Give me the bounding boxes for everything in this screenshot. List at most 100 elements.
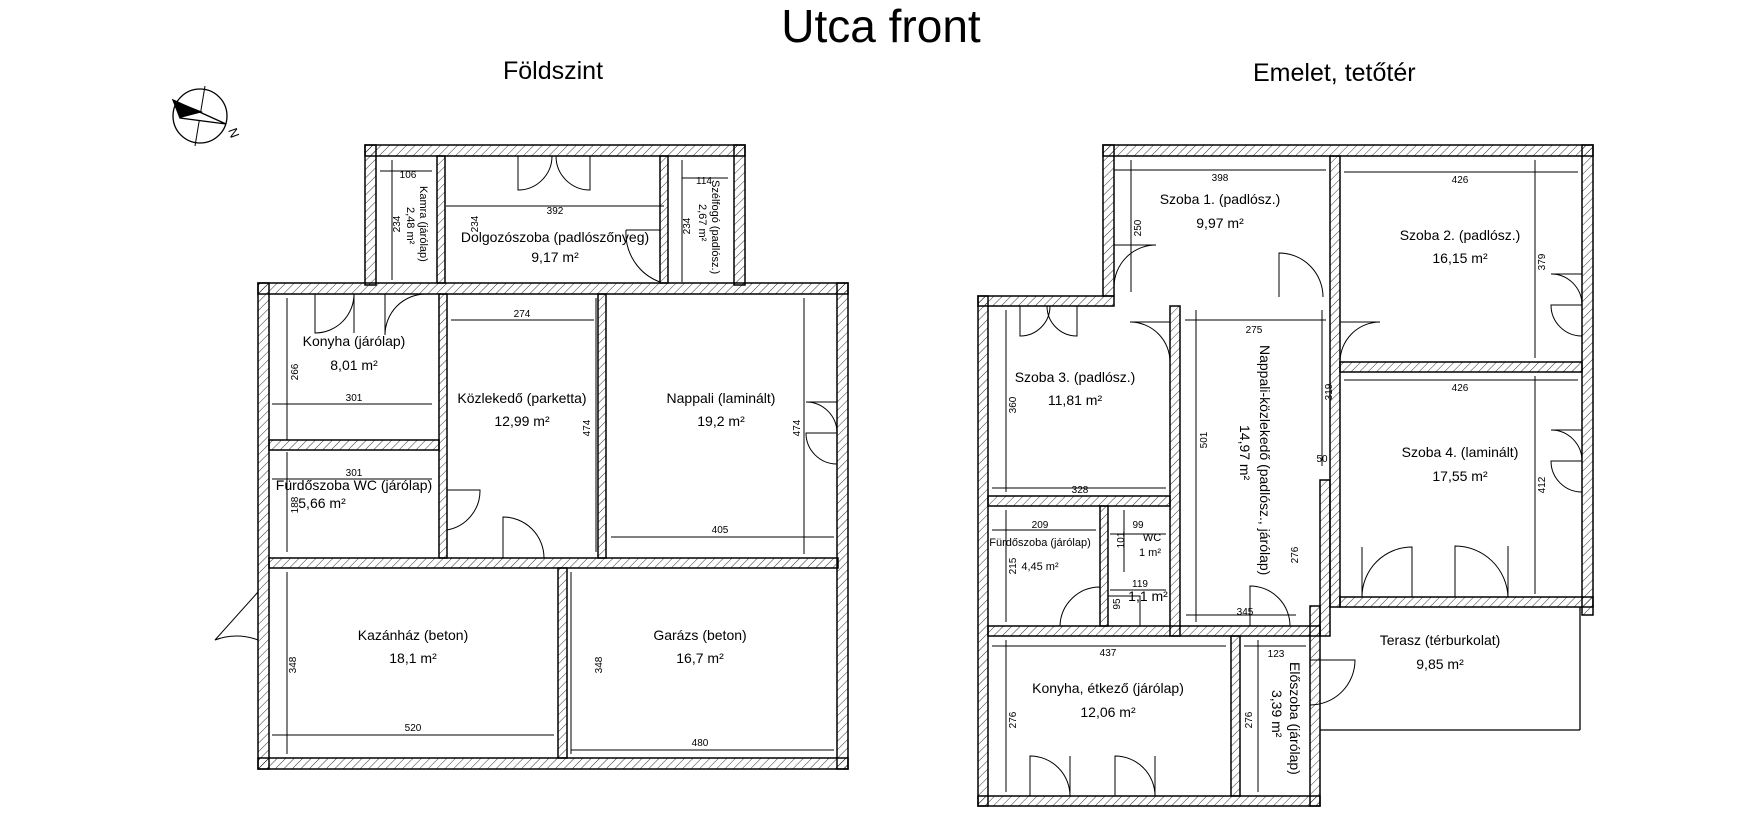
dim-label: 520 — [405, 723, 422, 734]
room-terasz: Terasz (térburkolat) 9,85 m² — [1380, 632, 1501, 672]
room-name: Terasz (térburkolat) — [1380, 632, 1501, 648]
dim-label: 426 — [1452, 383, 1469, 394]
room-area: 9,17 m² — [531, 249, 579, 265]
dim-label: 234 — [470, 215, 481, 232]
dim-label: 474 — [792, 419, 803, 436]
dim-label: 319 — [1324, 383, 1335, 400]
room-konyha: Konyha (járólap) 8,01 m² 301 266 — [290, 333, 405, 404]
dim-label: 274 — [514, 309, 531, 320]
floor-title-upper: Emelet, tetőtér — [1253, 59, 1416, 87]
dim-label: 501 — [1199, 431, 1210, 448]
dim-label: 301 — [346, 468, 363, 479]
dim-label: 95 — [1112, 598, 1123, 610]
room-area: 2,67 m² — [696, 204, 708, 242]
room-name: Kamra (járólap) — [417, 186, 429, 262]
upper-floor-walls — [977, 144, 1594, 807]
dim-label: 276 — [1290, 546, 1301, 563]
room-area: 8,01 m² — [330, 357, 378, 373]
room-nappali: Nappali (laminált) 19,2 m² 405 474 — [667, 390, 803, 536]
ground-floor-doors — [214, 155, 838, 641]
room-kozlekedo: 274 Közlekedő (parketta) 12,99 m² 474 — [457, 309, 593, 436]
dim-label: 50 — [1316, 454, 1328, 465]
dim-label: 412 — [1537, 476, 1548, 493]
room-area: 12,06 m² — [1080, 704, 1136, 720]
room-name: Garázs (beton) — [653, 627, 746, 643]
dim-label: 480 — [692, 738, 709, 749]
dim-label: 106 — [400, 170, 417, 181]
dim-label: 392 — [547, 206, 564, 217]
room-area: 11,81 m² — [1048, 392, 1103, 408]
room-name: Fürdőszoba WC (járólap) — [276, 477, 432, 493]
dim-label: 405 — [712, 525, 729, 536]
room-name: Szoba 4. (laminált) — [1402, 444, 1519, 460]
dim-label: 114 — [696, 176, 712, 187]
dim-label: 398 — [1212, 173, 1229, 184]
dim-label: 123 — [1268, 649, 1285, 660]
dim-label: 234 — [682, 217, 693, 234]
room-kazanhaz: Kazánház (beton) 18,1 m² 520 348 — [288, 627, 468, 734]
room-name: Nappali (laminált) — [667, 390, 776, 406]
room-name: Szoba 2. (padlósz.) — [1400, 227, 1521, 243]
dim-label: 275 — [1246, 325, 1263, 336]
room-name: Szoba 1. (padlósz.) — [1160, 191, 1281, 207]
dim-label: 328 — [1072, 485, 1089, 496]
room-area: 12,99 m² — [494, 413, 550, 429]
room-name: Dolgozószoba (padlószőnyeg) — [461, 229, 649, 245]
room-area: 18,1 m² — [389, 650, 437, 666]
room-area: 14,97 m² — [1237, 425, 1253, 481]
floor-title-ground: Földszint — [503, 57, 604, 85]
dim-label: 437 — [1100, 648, 1117, 659]
room-area: 9,85 m² — [1416, 656, 1464, 672]
dim-label: 234 — [392, 215, 403, 232]
page-title: Utca front — [781, 0, 981, 52]
room-area: 16,15 m² — [1432, 250, 1488, 266]
room-name: Szoba 3. (padlósz.) — [1015, 369, 1136, 385]
room-furdoszoba: 301 Fürdőszoba WC (járólap) 5,66 m² 188 — [276, 468, 432, 513]
dim-label: 276 — [1008, 711, 1019, 728]
dim-label: 209 — [1032, 520, 1049, 531]
room-name: WC — [1143, 532, 1161, 544]
room-name: Konyha, étkező (járólap) — [1032, 680, 1184, 696]
room-konyha-etkezo: 437 Konyha, étkező (járólap) 12,06 m² 27… — [1008, 648, 1184, 728]
dim-label: 99 — [1132, 520, 1144, 531]
room-small-storage: 119 95 1,1 m² — [1112, 579, 1168, 610]
room-szoba-2: 426 Szoba 2. (padlósz.) 16,15 m² 379 — [1400, 175, 1548, 270]
dim-label: 188 — [290, 496, 301, 513]
room-area: 3,39 m² — [1269, 690, 1285, 738]
terrace-outline — [1320, 607, 1581, 731]
room-dolgozoszoba: 392 234 Dolgozószoba (padlószőnyeg) 9,17… — [461, 206, 649, 265]
ground-floor-dimension-lines — [272, 160, 834, 754]
room-name: Közlekedő (parketta) — [457, 390, 586, 406]
room-area: 17,55 m² — [1432, 468, 1488, 484]
dim-label: 101 — [1116, 531, 1127, 548]
room-name: Nappali-közlekedő (padlósz., járólap) — [1257, 345, 1273, 575]
dim-label: 348 — [288, 656, 299, 673]
dim-label: 266 — [290, 363, 301, 380]
room-area: 9,97 m² — [1196, 215, 1244, 231]
dim-label: 379 — [1537, 253, 1548, 270]
room-eloszoba: 123 276 Előszoba (járólap) 3,39 m² — [1244, 649, 1303, 775]
room-area: 19,2 m² — [697, 413, 745, 429]
room-furdoszoba-upper: 209 215 Fürdőszoba (járólap) 4,45 m² — [989, 520, 1091, 574]
room-szelfogo: 114 234 Szélfogó (padlósz.) 2,67 m² — [682, 176, 721, 274]
dim-label: 348 — [594, 656, 605, 673]
dim-label: 345 — [1237, 607, 1254, 618]
upper-floor-dimension-lines — [992, 160, 1578, 792]
room-name: Előszoba (járólap) — [1287, 662, 1303, 775]
upper-floor-doors — [1019, 244, 1583, 797]
dim-label: 301 — [346, 393, 363, 404]
room-garazs: Garázs (beton) 16,7 m² 480 348 — [594, 627, 747, 749]
dim-label: 276 — [1244, 711, 1255, 728]
dim-label: 474 — [582, 419, 593, 436]
room-area: 1 m² — [1139, 547, 1161, 559]
compass-label: N — [225, 126, 242, 140]
room-szoba-4: 426 Szoba 4. (laminált) 17,55 m² 412 — [1402, 383, 1548, 493]
dim-label: 426 — [1452, 175, 1469, 186]
room-area: 5,66 m² — [298, 495, 346, 511]
room-area: 1,1 m² — [1128, 588, 1168, 604]
room-szoba-1: 398 Szoba 1. (padlósz.) 9,97 m² 250 — [1133, 173, 1280, 236]
room-kamra: 106 234 Kamra (járólap) 2,48 m² — [392, 170, 429, 262]
room-name: Szélfogó (padlósz.) — [709, 180, 721, 274]
dim-label: 360 — [1008, 396, 1019, 413]
